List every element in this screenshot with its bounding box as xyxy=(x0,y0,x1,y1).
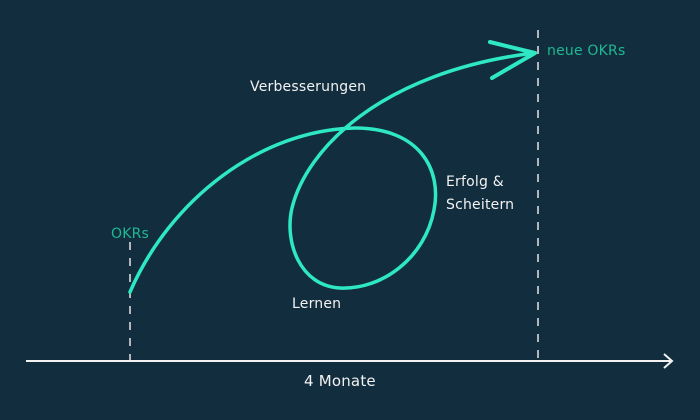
success-failure-label-line1: Erfolg & xyxy=(446,174,504,190)
start-label: OKRs xyxy=(111,226,150,242)
end-label: neue OKRs xyxy=(547,43,626,59)
improvements-label: Verbesserungen xyxy=(250,79,367,95)
curve-arrowhead-icon xyxy=(488,40,537,80)
okr-loop-curve xyxy=(128,51,536,294)
time-axis-arrowhead-icon xyxy=(663,353,674,369)
axis-label: 4 Monate xyxy=(304,372,376,390)
learning-label: Lernen xyxy=(292,296,342,312)
success-failure-label-line2: Scheitern xyxy=(446,197,515,213)
